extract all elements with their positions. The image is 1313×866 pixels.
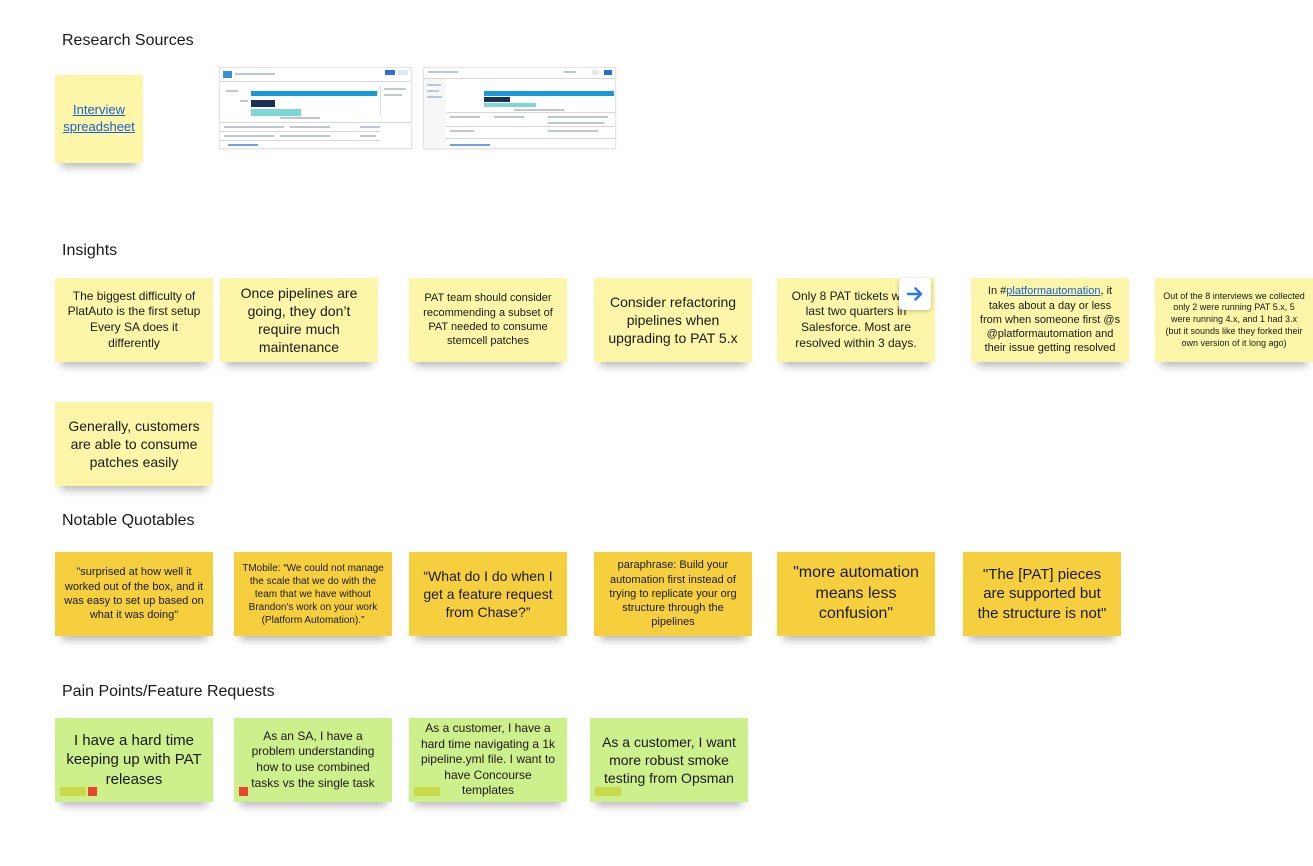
tag-bar xyxy=(595,787,621,796)
sticky-quote-2[interactable]: TMobile: “We could not manage the scale … xyxy=(234,552,392,636)
section-title-insights: Insights xyxy=(62,242,118,259)
arrow-right-button[interactable] xyxy=(899,278,931,310)
sticky-insight-2[interactable]: Once pipelines are going, they don’t req… xyxy=(220,278,378,362)
sticky-pain-2-text: As an SA, I have a problem understanding… xyxy=(251,728,375,790)
sticky-quote-4[interactable]: paraphrase: Build your automation first … xyxy=(594,552,752,636)
sticky-pain-1-text: I have a hard time keeping up with PAT r… xyxy=(66,731,202,788)
sticky-pain-2[interactable]: As an SA, I have a problem understanding… xyxy=(234,718,392,802)
sticky-insight-6[interactable]: Out of the 8 interviews we collected onl… xyxy=(1155,278,1313,362)
sticky-pain-4[interactable]: As a customer, I want more robust smoke … xyxy=(590,718,748,802)
thumb-logo-icon xyxy=(223,71,232,78)
arrow-right-icon xyxy=(906,287,923,301)
section-title-quotables: Notable Quotables xyxy=(62,512,195,529)
sticky-interview-spreadsheet[interactable]: Interview spreadsheet xyxy=(55,75,143,163)
sticky-pain-3-text: As a customer, I have a hard time naviga… xyxy=(420,721,556,798)
interview-spreadsheet-link[interactable]: Interview spreadsheet xyxy=(63,102,135,134)
sticky-insight-7[interactable]: Generally, customers are able to consume… xyxy=(55,402,213,486)
platformautomation-channel-link[interactable]: platformautomation xyxy=(1006,285,1101,298)
sticky-quote-3[interactable]: “What do I do when I get a feature reque… xyxy=(409,552,567,636)
tag-red xyxy=(239,787,248,796)
sticky-insight-channel[interactable]: In #platformautomation, it takes about a… xyxy=(971,278,1129,362)
tag-bar xyxy=(414,787,440,796)
sticky-quote-1[interactable]: "surprised at how well it worked out of … xyxy=(55,552,213,636)
sticky-pain-4-text: As a customer, I want more robust smoke … xyxy=(602,733,736,787)
sticky-quote-6[interactable]: "The [PAT] pieces are supported but the … xyxy=(963,552,1121,636)
section-title-research: Research Sources xyxy=(62,32,194,49)
sticky-insight-4[interactable]: Consider refactoring pipelines when upgr… xyxy=(594,278,752,362)
section-title-pain-points: Pain Points/Feature Requests xyxy=(62,683,275,700)
sticky-insight-1[interactable]: The biggest difficulty of PlatAuto is th… xyxy=(55,278,213,362)
tag-bar xyxy=(60,787,86,796)
screenshot-thumbnail-2[interactable] xyxy=(423,67,616,149)
sticky-pain-3[interactable]: As a customer, I have a hard time naviga… xyxy=(409,718,567,802)
screenshot-thumbnail-1[interactable] xyxy=(219,67,412,149)
sticky-insight-3[interactable]: PAT team should consider recommending a … xyxy=(409,278,567,362)
tag-red xyxy=(88,787,97,796)
sticky-pain-1[interactable]: I have a hard time keeping up with PAT r… xyxy=(55,718,213,802)
insight-channel-text: In #platformautomation, it takes about a… xyxy=(979,285,1121,355)
sticky-quote-5[interactable]: "more automation means less confusion" xyxy=(777,552,935,636)
